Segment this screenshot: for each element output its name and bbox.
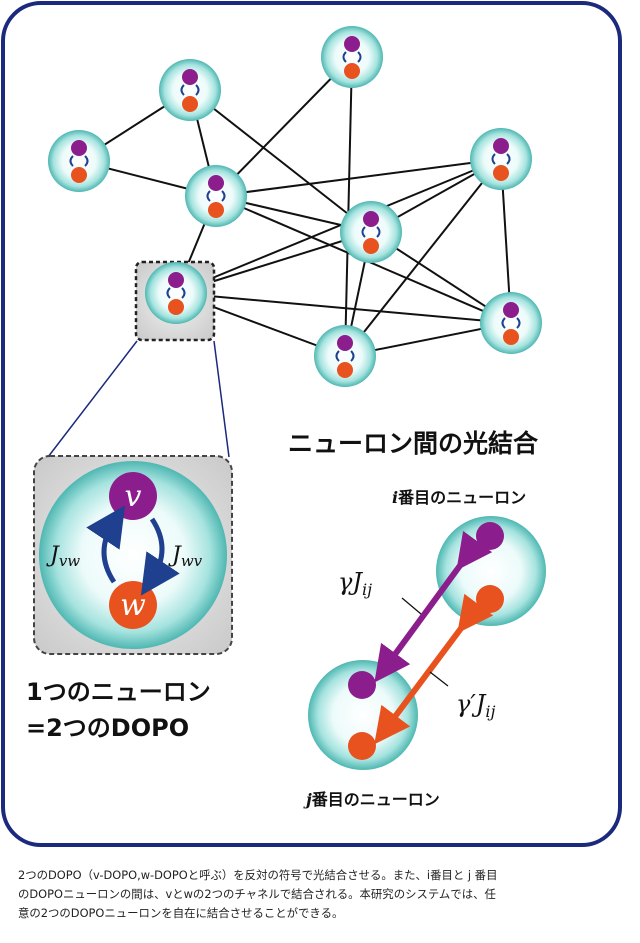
j-neuron-label: j番目のニューロン [303, 790, 440, 809]
node-arrow-icon [84, 155, 89, 167]
network-edge [344, 56, 353, 357]
node-arrow-icon [350, 350, 355, 362]
magnified-cell-icon [39, 461, 227, 649]
node-arrow-icon [361, 226, 366, 238]
network-edge [175, 158, 502, 294]
node-w-dopo [503, 329, 519, 345]
one-neuron-heading: 1つのニューロン [26, 678, 211, 706]
network-edge [175, 292, 512, 324]
magnified-neuron-panel: v w Jvw Jwv [33, 455, 233, 655]
gamma-leader-line [401, 597, 422, 615]
node-w-dopo [182, 96, 198, 112]
neuron-cell-icon [321, 26, 383, 88]
node-arrow-icon [221, 190, 226, 202]
neuron-node [321, 26, 383, 88]
arrow-w-to-v-icon [86, 505, 126, 584]
neuron-cell-icon [48, 130, 110, 192]
caption-line-2: のDOPOニューロンの間は、vとwの2つのチャネルで結合される。本研究のシステム… [18, 887, 496, 901]
neuron-cell-icon [480, 292, 542, 354]
node-arrow-icon [206, 190, 211, 202]
node-arrow-icon [180, 84, 185, 96]
j-v-dopo [348, 671, 376, 699]
node-v-dopo [208, 175, 224, 191]
neuron-node [159, 59, 221, 121]
network-edge [189, 89, 372, 233]
neuron-node [480, 292, 542, 354]
node-w-dopo [337, 362, 353, 378]
node-arrow-icon [335, 350, 340, 362]
neuron-cell-icon [340, 201, 402, 263]
neuron-node [185, 165, 247, 227]
node-v-dopo [503, 302, 519, 318]
neuron-node [145, 262, 207, 324]
node-arrow-icon [516, 317, 521, 329]
figure-caption: 2つのDOPO（v-DOPO,w-DOPOと呼ぶ）を反対の符号で光結合させる。ま… [18, 866, 622, 923]
gamma-prime-j-label: γ′Jij [456, 690, 496, 721]
node-v-dopo [182, 69, 198, 85]
neuron-cell-icon [159, 59, 221, 121]
node-v-dopo [337, 335, 353, 351]
j-w-dopo [348, 732, 376, 760]
node-arrow-icon [376, 226, 381, 238]
v-label: v [125, 479, 142, 514]
network-edge [344, 158, 502, 357]
caption-line-3: 意の2つのDOPOニューロンを自在に結合させることができる。 [18, 906, 344, 920]
network-nodes [48, 26, 542, 387]
zoom-line-right [213, 340, 230, 458]
w-label: w [120, 588, 146, 623]
node-w-dopo [363, 238, 379, 254]
node-v-dopo [344, 36, 360, 52]
node-arrow-icon [506, 153, 511, 165]
neuron-cell-icon [185, 165, 247, 227]
i-v-dopo [476, 522, 504, 550]
node-w-dopo [208, 202, 224, 218]
node-w-dopo [344, 63, 360, 79]
neuron-node [340, 201, 402, 263]
node-arrow-icon [195, 84, 200, 96]
diagram-canvas: v w Jvw Jwv 1つのニューロン =2つのDOPO ニューロン間の光結合… [1, 1, 622, 847]
node-w-dopo [168, 299, 184, 315]
zoom-line-left [47, 340, 138, 458]
node-arrow-icon [166, 287, 171, 299]
neuron-node [48, 130, 110, 192]
neuron-cell-icon [145, 262, 207, 324]
j-vw-label: Jvw [46, 543, 80, 570]
i-neuron-label: i番目のニューロン [392, 488, 526, 507]
caption-line-1: 2つのDOPO（v-DOPO,w-DOPOと呼ぶ）を反対の符号で光結合させる。ま… [18, 868, 498, 882]
node-v-dopo [168, 272, 184, 288]
node-v-dopo [493, 138, 509, 154]
gammap-leader-line [429, 671, 449, 687]
coupling-title: ニューロン間の光結合 [288, 429, 539, 458]
j-wv-label: Jwv [168, 543, 203, 570]
node-w-dopo [493, 165, 509, 181]
arrow-v-to-w-icon [140, 517, 180, 596]
node-arrow-icon [501, 317, 506, 329]
neuron-cell-icon [470, 128, 532, 190]
network-edge [215, 56, 353, 197]
w-coupling-arrow-icon [374, 593, 494, 745]
neuron-cell-icon [314, 325, 376, 387]
i-w-dopo [476, 585, 504, 613]
node-w-dopo [71, 167, 87, 183]
node-arrow-icon [69, 155, 74, 167]
two-dopo-heading: =2つのDOPO [26, 714, 189, 742]
node-v-dopo [71, 140, 87, 156]
node-arrow-icon [491, 153, 496, 165]
neuron-node [314, 325, 376, 387]
node-v-dopo [363, 211, 379, 227]
node-arrow-icon [181, 287, 186, 299]
node-arrow-icon [357, 51, 362, 63]
gamma-j-label: γJij [338, 568, 372, 599]
node-arrow-icon [342, 51, 347, 63]
network-edge [215, 158, 502, 197]
neuron-node [470, 128, 532, 190]
